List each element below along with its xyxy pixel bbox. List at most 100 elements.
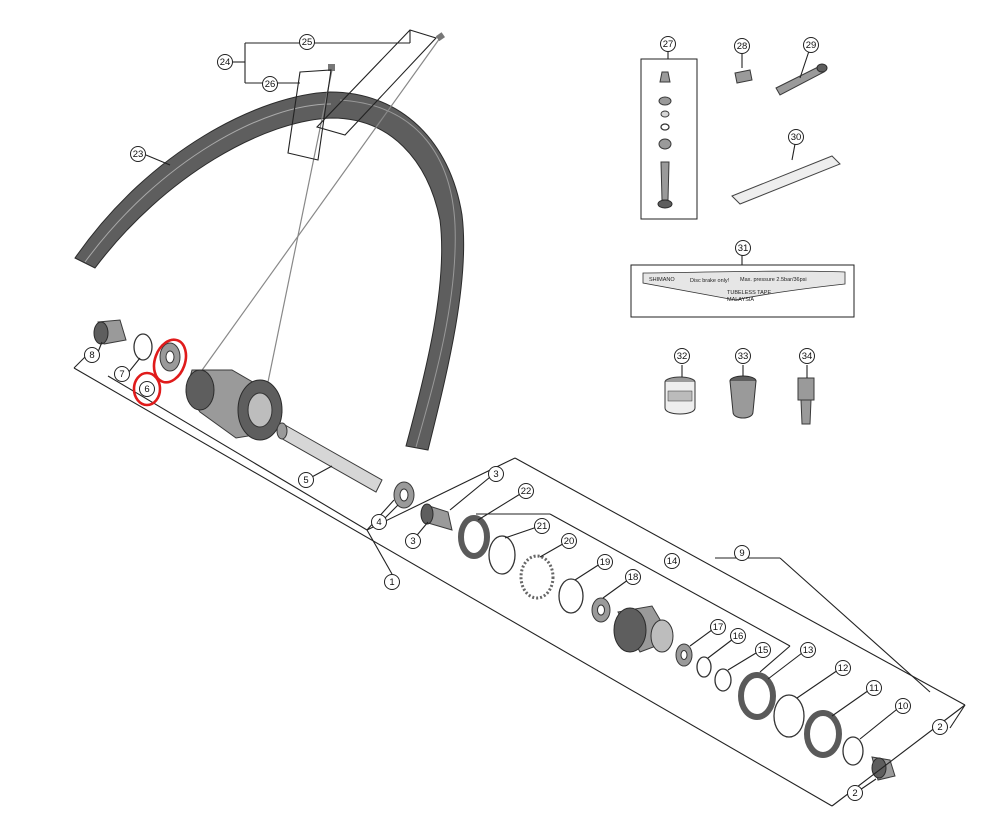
callout-28: 28 [734, 38, 750, 54]
callout-circle [734, 38, 750, 54]
bearing-4 [393, 481, 415, 509]
callout-5: 5 [298, 472, 314, 488]
callout-number: 10 [898, 701, 909, 712]
callout-1: 1 [384, 574, 400, 590]
highlight-markers [132, 338, 188, 407]
callout-33: 33 [735, 348, 751, 364]
rim-tape-brand: SHIMANO [649, 277, 675, 283]
ring-13 [738, 672, 776, 720]
rim-tape-origin: MALAYSIA [727, 297, 754, 303]
callout-number: 22 [521, 486, 532, 497]
ring-11 [804, 710, 842, 758]
callout-2b: 2 [847, 785, 863, 801]
ring-12 [773, 694, 805, 738]
callout-number: 26 [265, 79, 276, 90]
callout-17: 17 [710, 619, 726, 635]
callout-circle [674, 348, 690, 364]
callout-19: 19 [597, 554, 613, 570]
callout-circle [710, 619, 726, 635]
callout-number: 23 [133, 149, 144, 160]
callout-circle [755, 642, 771, 658]
callout-32: 32 [674, 348, 690, 364]
callout-number: 15 [758, 645, 769, 656]
callout-number: 2 [852, 788, 857, 799]
callout-circle [866, 680, 882, 696]
callout-number: 28 [737, 41, 748, 52]
callout-31: 31 [735, 240, 751, 256]
callout-number: 17 [713, 622, 724, 633]
callout-circle [561, 533, 577, 549]
rim [74, 91, 465, 451]
callout-30: 30 [788, 129, 804, 145]
callout-number: 6 [144, 384, 149, 395]
callout-number: 8 [89, 350, 94, 361]
callout-circle [130, 146, 146, 162]
rim-tape-note: Disc brake only! [690, 278, 730, 284]
rim-tape-strip [731, 155, 841, 205]
callout-number: 30 [791, 132, 802, 143]
callout-circle [799, 348, 815, 364]
grease-tub [664, 376, 696, 415]
callout-4: 4 [371, 514, 387, 530]
highlight-callout-6 [132, 371, 162, 407]
callout-number: 3 [410, 536, 415, 547]
callout-number: 9 [739, 548, 744, 559]
callout-circle [625, 569, 641, 585]
callout-circle [114, 366, 130, 382]
ratchet-20 [519, 554, 555, 600]
dust-sleeve [729, 375, 757, 419]
callout-9: 9 [734, 545, 750, 561]
hub-axle [276, 422, 383, 493]
callout-21: 21 [534, 518, 550, 534]
callout-circle [800, 642, 816, 658]
callout-circle [405, 533, 421, 549]
callout-12: 12 [835, 660, 851, 676]
callout-13: 13 [800, 642, 816, 658]
callout-27: 27 [660, 36, 676, 52]
callout-25: 25 [299, 34, 315, 50]
callout-15: 15 [755, 642, 771, 658]
callout-3b: 3 [405, 533, 421, 549]
callout-circle [534, 518, 550, 534]
bearing-17 [675, 643, 693, 667]
callout-number: 29 [806, 40, 817, 51]
callout-circle [299, 34, 315, 50]
hub-body [185, 369, 283, 441]
rim-tape-pressure: Max. pressure 2.5bar/36psi [740, 277, 807, 283]
callout-circle [371, 514, 387, 530]
callout-circle [932, 719, 948, 735]
ring-16 [696, 656, 712, 678]
callout-34: 34 [799, 348, 815, 364]
callout-16: 16 [730, 628, 746, 644]
callout-circle [735, 240, 751, 256]
callout-14: 14 [664, 553, 680, 569]
callout-6: 6 [139, 381, 155, 397]
bearing-18 [591, 597, 611, 623]
callout-number: 25 [302, 37, 313, 48]
callout-circle [895, 698, 911, 714]
callout-circle [803, 37, 819, 53]
callout-circle [384, 574, 400, 590]
callout-number: 20 [564, 536, 575, 547]
callout-8: 8 [84, 347, 100, 363]
callout-11: 11 [866, 680, 882, 696]
left-seal-ring [133, 333, 153, 361]
callout-badges: 1223345678910111213141516171819202122232… [84, 34, 948, 801]
callout-circle [597, 554, 613, 570]
callout-24: 24 [217, 54, 233, 70]
callout-number: 13 [803, 645, 814, 656]
left-end-cap [93, 319, 127, 345]
rim-tape-model: TUBELESS TAPE [727, 290, 771, 296]
tubeless-rim-tape: SHIMANO Disc brake only! Max. pressure 2… [630, 264, 855, 318]
callout-7: 7 [114, 366, 130, 382]
callout-number: 27 [663, 39, 674, 50]
callout-number: 4 [376, 517, 381, 528]
callout-circle [298, 472, 314, 488]
callout-number: 3 [493, 469, 498, 480]
callout-number: 14 [667, 556, 678, 567]
callout-circle [734, 545, 750, 561]
callout-circle [735, 348, 751, 364]
callout-18: 18 [625, 569, 641, 585]
callout-10: 10 [895, 698, 911, 714]
